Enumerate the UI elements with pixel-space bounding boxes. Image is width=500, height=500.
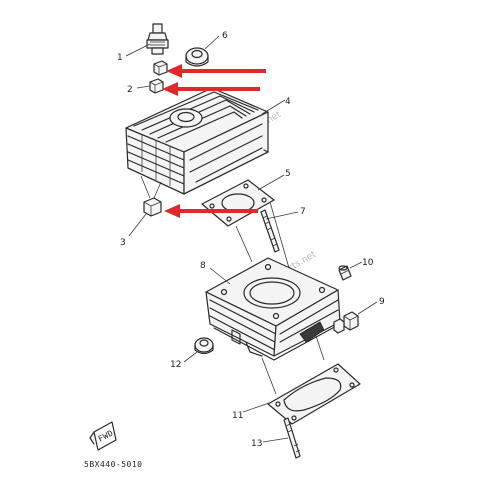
callout-2: 2 <box>127 85 133 95</box>
leader-11 <box>242 401 273 413</box>
leader-9 <box>357 301 378 315</box>
guide-line-3b <box>153 181 162 199</box>
base-gasket <box>267 363 361 425</box>
leader-5 <box>257 174 285 191</box>
highlight-arrow-bottom <box>164 204 258 218</box>
stud-bolt-13 <box>283 417 301 459</box>
leader-8 <box>209 267 231 285</box>
guide-line-head-a <box>235 225 253 263</box>
leader-10 <box>349 261 363 269</box>
dowel-pin-10 <box>338 265 352 281</box>
callout-11: 11 <box>232 411 243 421</box>
nut-12 <box>194 337 214 355</box>
leader-6 <box>204 35 220 50</box>
drawing-code: 5BX440-5010 <box>84 460 142 469</box>
callout-10: 10 <box>362 258 374 268</box>
stud-bolt-7 <box>260 209 280 253</box>
rubber-damper-9 <box>333 311 359 334</box>
guide-line-3a <box>140 175 151 199</box>
highlight-arrow-top <box>166 64 266 78</box>
callout-3: 3 <box>120 238 126 248</box>
leader-3 <box>128 213 147 237</box>
highlight-arrow-middle <box>162 82 260 96</box>
leader-4 <box>261 99 286 115</box>
leader-13 <box>262 437 289 443</box>
callout-7: 7 <box>300 207 306 217</box>
leader-12 <box>183 351 198 363</box>
leader-2 <box>136 85 151 89</box>
callout-1: 1 <box>117 53 123 63</box>
cylinder-head <box>125 87 269 195</box>
cylinder <box>205 257 341 361</box>
callout-5: 5 <box>285 169 291 179</box>
leader-7 <box>265 211 299 220</box>
front-arrow-icon <box>89 421 117 451</box>
guide-line-cyl-a <box>261 357 277 395</box>
guide-line-cyl-b <box>315 335 325 361</box>
leader-1 <box>125 43 151 57</box>
head-gasket <box>201 179 275 227</box>
callout-4: 4 <box>285 97 291 107</box>
callout-9: 9 <box>379 297 385 307</box>
callout-12: 12 <box>170 360 181 370</box>
rubber-damper-2a <box>153 60 168 76</box>
rubber-damper-2b <box>149 78 164 94</box>
rubber-damper-3 <box>143 197 162 217</box>
callout-6: 6 <box>222 31 228 41</box>
callout-8: 8 <box>200 261 206 271</box>
callout-13: 13 <box>251 439 262 449</box>
spark-plug <box>146 23 169 55</box>
nut-6 <box>185 47 209 67</box>
